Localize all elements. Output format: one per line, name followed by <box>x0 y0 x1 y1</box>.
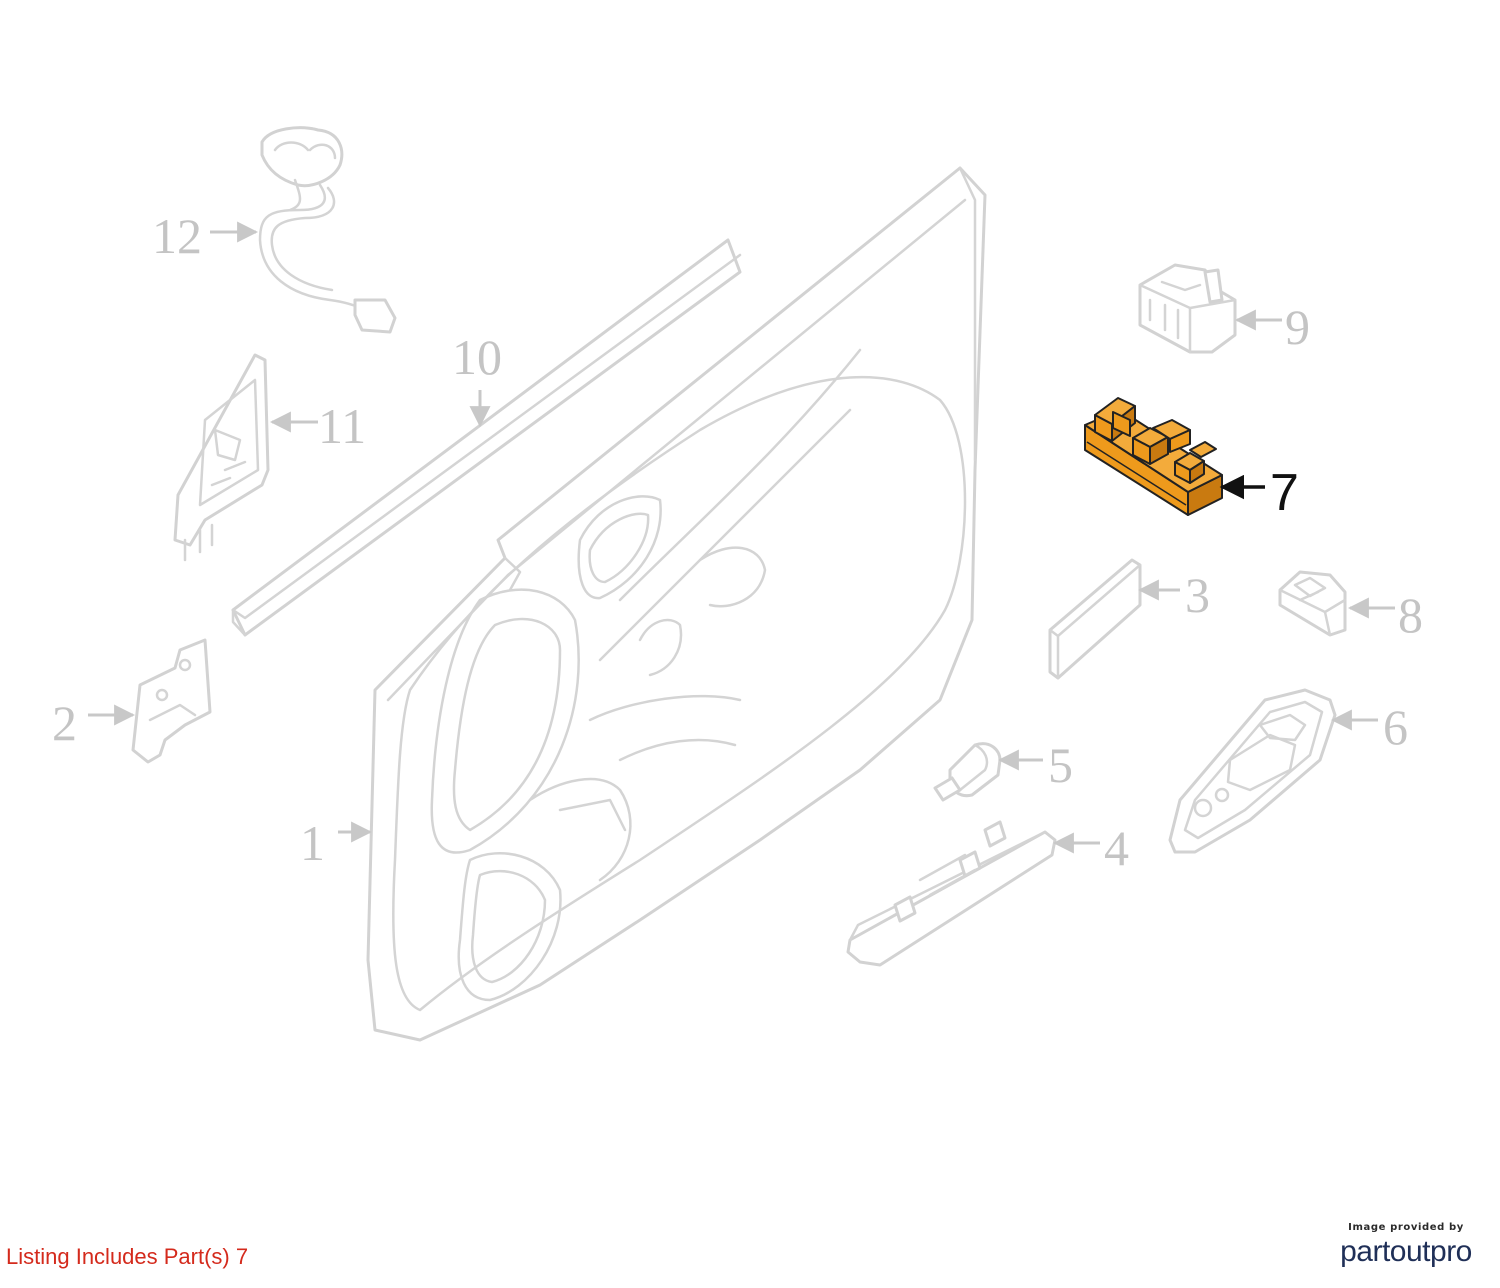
window-switch-drawing <box>1138 263 1237 354</box>
power-window-switch-drawing <box>1084 397 1223 516</box>
pull-handle-drawing <box>846 820 1057 967</box>
callout-12: 12 <box>152 208 202 264</box>
corner-finisher-drawing <box>173 353 270 562</box>
door-trim-panel-drawing <box>366 166 987 1042</box>
image-credit: Image provided by partoutpro <box>1331 1222 1481 1269</box>
switch-finisher-drawing <box>1168 688 1337 854</box>
credit-caption: Image provided by <box>1348 1222 1464 1233</box>
callout-11: 11 <box>318 398 366 454</box>
bracket-drawing <box>131 638 212 764</box>
listing-note: Listing Includes Part(s) 7 <box>6 1244 249 1269</box>
harness-drawing <box>258 126 397 334</box>
callout-10: 10 <box>452 329 502 385</box>
callout-8: 8 <box>1398 587 1423 643</box>
callout-1: 1 <box>300 815 325 871</box>
callout-4: 4 <box>1104 820 1129 876</box>
mirror-switch-drawing <box>1278 570 1347 637</box>
callout-7: 7 <box>1270 464 1299 522</box>
callout-5: 5 <box>1048 737 1073 793</box>
partoutpro-logo: partoutpro <box>1340 1235 1472 1268</box>
callout-2: 2 <box>52 695 77 751</box>
callout-6: 6 <box>1383 699 1408 755</box>
clip-drawing <box>933 742 1002 802</box>
weatherstrip-molding-drawing <box>231 238 742 637</box>
callout-3: 3 <box>1185 567 1210 623</box>
trim-pad-drawing <box>1048 558 1142 680</box>
callout-9: 9 <box>1285 299 1310 355</box>
